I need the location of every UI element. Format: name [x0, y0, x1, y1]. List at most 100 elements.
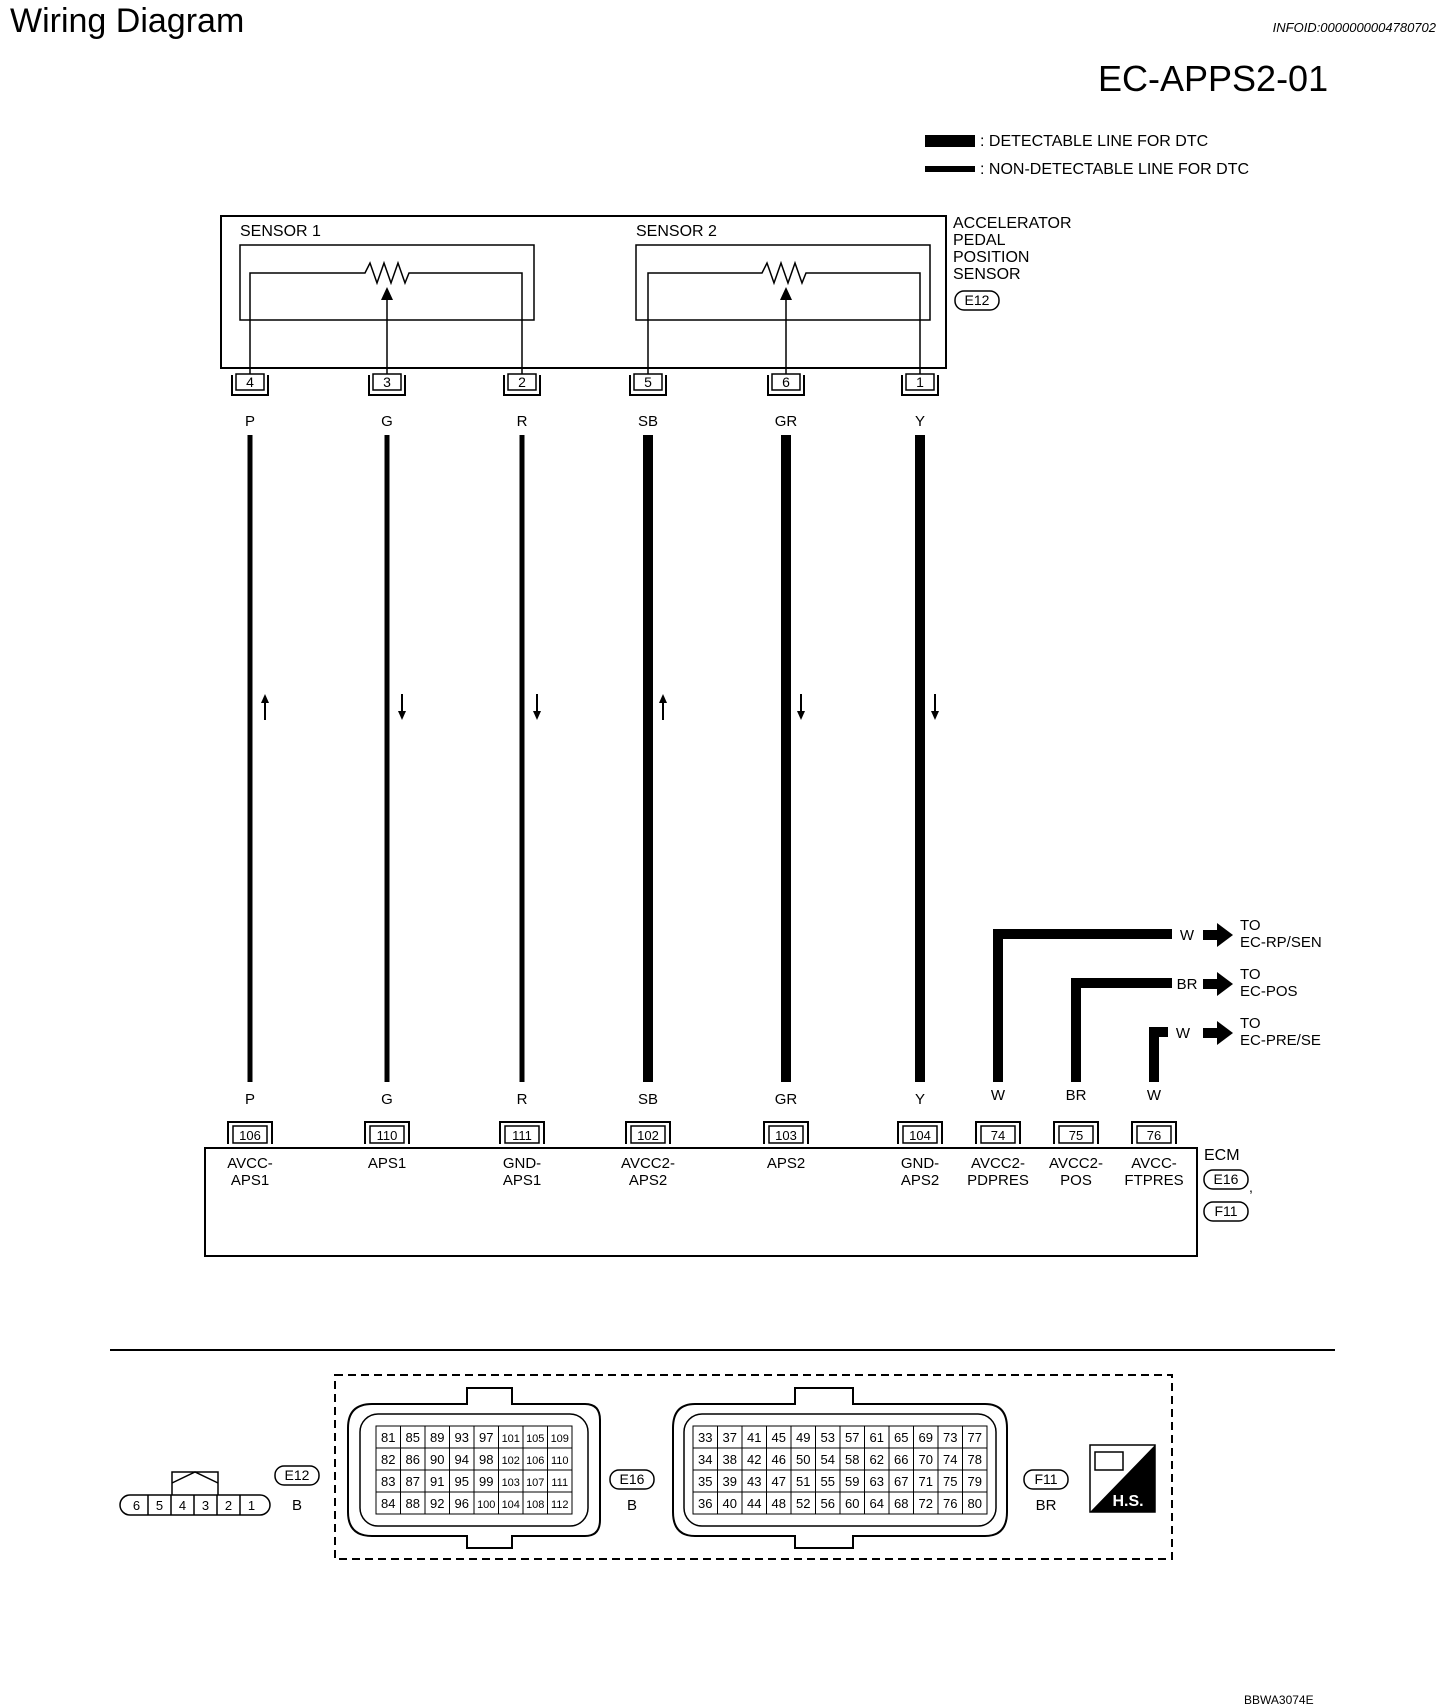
ecm-pin-box	[369, 1125, 405, 1144]
wire-color-bottom: GR	[775, 1091, 798, 1108]
ecm-pin-label: AVCC2-	[1049, 1155, 1103, 1172]
ecm-pin-terminal	[1131, 1121, 1177, 1144]
legend: : DETECTABLE LINE FOR DTC : NON-DETECTAB…	[925, 133, 1249, 178]
ecm-pin-number: 74	[991, 1128, 1005, 1143]
e16-pin: 86	[406, 1452, 420, 1467]
e12-connector-tag	[954, 290, 1000, 311]
e16-pin: 106	[526, 1455, 544, 1467]
external-wire-line	[1071, 978, 1172, 1082]
hs-icon-label: H.S.	[1112, 1493, 1143, 1510]
sensor-name-line4: SENSOR	[953, 266, 1021, 283]
ecm-pin-label: APS1	[503, 1172, 541, 1189]
legend-detectable-swatch	[925, 135, 975, 147]
f11-pin: 36	[698, 1496, 712, 1511]
e16-face-tag	[609, 1469, 655, 1490]
sensor2-wiper-arrow-icon	[780, 287, 792, 300]
e12-lock-tab	[171, 1471, 219, 1495]
sensor1-label: SENSOR 1	[240, 223, 321, 240]
external-wire-color: W	[1176, 1025, 1191, 1042]
f11-pin: 43	[747, 1474, 761, 1489]
f11-connector-tag	[1203, 1201, 1249, 1222]
sensor-pin-terminal	[901, 375, 939, 396]
ecm-pin-label: APS2	[767, 1155, 805, 1172]
e12-pin: 3	[202, 1498, 209, 1513]
ecm-name: ECM	[1204, 1147, 1240, 1164]
f11-pin: 59	[845, 1474, 859, 1489]
e12-pin: 1	[248, 1498, 255, 1513]
wire-color-bottom: BR	[1066, 1087, 1087, 1104]
f11-pin: 55	[821, 1474, 835, 1489]
ecm-pin-terminal	[897, 1121, 943, 1144]
ecm-pin-number: 111	[512, 1128, 532, 1143]
sensor-name-line3: POSITION	[953, 249, 1029, 266]
f11-pin: 71	[919, 1474, 933, 1489]
f11-pin: 73	[943, 1430, 957, 1445]
e16-face-color: B	[627, 1497, 637, 1514]
f11-pin: 42	[747, 1452, 761, 1467]
ecm-pin-box	[630, 1125, 666, 1144]
ecm-pin-box	[980, 1125, 1016, 1144]
e16-pin: 82	[381, 1452, 395, 1467]
e16-pin: 83	[381, 1474, 395, 1489]
f11-pin: 70	[919, 1452, 933, 1467]
to-arrow-icon	[1217, 972, 1233, 996]
sensor1-wiper-arrow-icon	[381, 287, 393, 300]
ecm-pin-label: AVCC2-	[971, 1155, 1025, 1172]
f11-face-tag-label: F11	[1034, 1471, 1057, 1487]
f11-pin: 76	[943, 1496, 957, 1511]
f11-pin: 35	[698, 1474, 712, 1489]
signal-arrow-head-icon	[533, 711, 541, 720]
sensor-pin-box	[507, 373, 537, 391]
sensor-pin-number: 5	[644, 374, 652, 390]
f11-pin: 51	[796, 1474, 810, 1489]
e16-connector-tag	[1203, 1169, 1249, 1190]
ecm-pin-box	[232, 1125, 268, 1144]
e12-pin: 4	[179, 1498, 186, 1513]
to-reference-label: EC-POS	[1240, 983, 1298, 1000]
f11-pin: 53	[821, 1430, 835, 1445]
f11-pin: 47	[772, 1474, 786, 1489]
e16-pin: 104	[502, 1499, 520, 1511]
f11-pin: 69	[919, 1430, 933, 1445]
e16-pin: 88	[406, 1496, 420, 1511]
f11-pin: 56	[821, 1496, 835, 1511]
to-reference-label: EC-RP/SEN	[1240, 934, 1322, 951]
wire-color-top: Y	[915, 413, 925, 430]
ecm-housing	[204, 1147, 1198, 1257]
figure-id: BBWA3074E	[1244, 1693, 1314, 1707]
e16-pin: 99	[479, 1474, 493, 1489]
external-wire-line	[993, 929, 1172, 1082]
wire-color-top: R	[517, 413, 528, 430]
ecm-pin-number: 103	[775, 1128, 797, 1143]
ecm-pin-label: AVCC-	[1131, 1155, 1177, 1172]
wire-color-bottom: Y	[915, 1091, 925, 1108]
sensor-pin-terminal	[629, 375, 667, 396]
sensor2-frame	[635, 244, 931, 321]
ecm-pin-number: 75	[1069, 1128, 1083, 1143]
e16-pin: 103	[502, 1477, 520, 1489]
e16-pin: 93	[455, 1430, 469, 1445]
f11-pin: 65	[894, 1430, 908, 1445]
ecm-pin-number: 106	[239, 1128, 261, 1143]
f11-pin: 49	[796, 1430, 810, 1445]
ecm-extra-wires: WTOEC-RP/SENW74AVCC2-PDPRESBRTOEC-POSBR7…	[967, 917, 1322, 1189]
f11-pin: 57	[845, 1430, 859, 1445]
f11-connector-tag-label: F11	[1214, 1203, 1237, 1219]
f11-pin: 52	[796, 1496, 810, 1511]
e16-pin: 107	[526, 1477, 544, 1489]
f11-face-tag	[1023, 1469, 1069, 1490]
e16-face-outline	[347, 1387, 601, 1549]
ecm-pin-terminal	[364, 1121, 410, 1144]
sensor-pin-number: 4	[246, 374, 254, 390]
ecm-pin-terminal	[1053, 1121, 1099, 1144]
f11-pin: 78	[968, 1452, 982, 1467]
signal-arrow-head-icon	[797, 711, 805, 720]
external-wire-color: W	[1180, 927, 1195, 944]
ecm-pin-label: APS2	[629, 1172, 667, 1189]
harness-connector-group	[334, 1374, 1173, 1560]
diagram-code: EC-APPS2-01	[1098, 58, 1329, 99]
f11-pin: 34	[698, 1452, 712, 1467]
sensor-pin-box	[235, 373, 265, 391]
